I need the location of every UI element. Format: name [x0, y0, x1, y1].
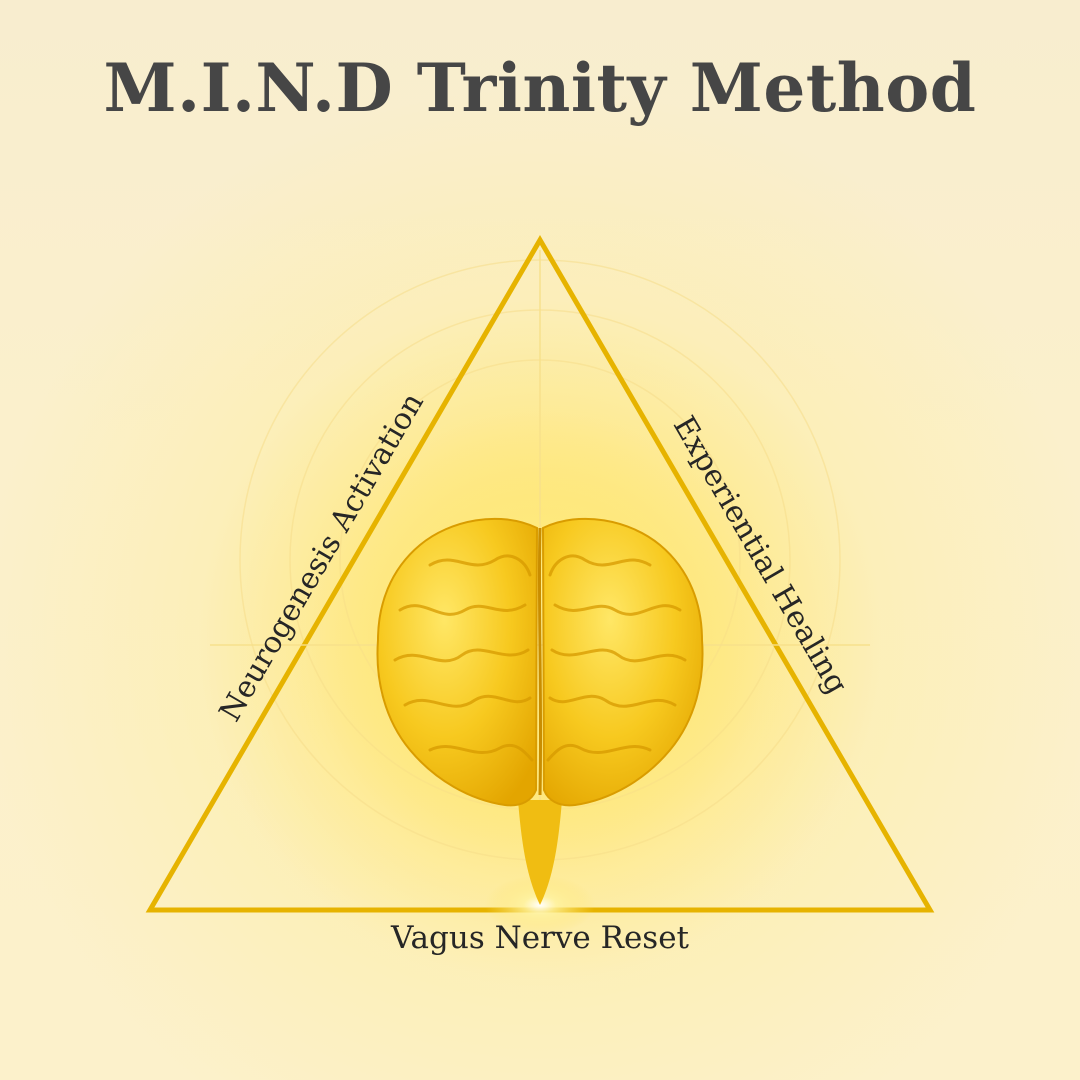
- label-vagus-nerve-reset: Vagus Nerve Reset: [390, 920, 690, 956]
- page-title: M.I.N.D Trinity Method: [103, 49, 977, 127]
- brain-icon: [376, 517, 704, 905]
